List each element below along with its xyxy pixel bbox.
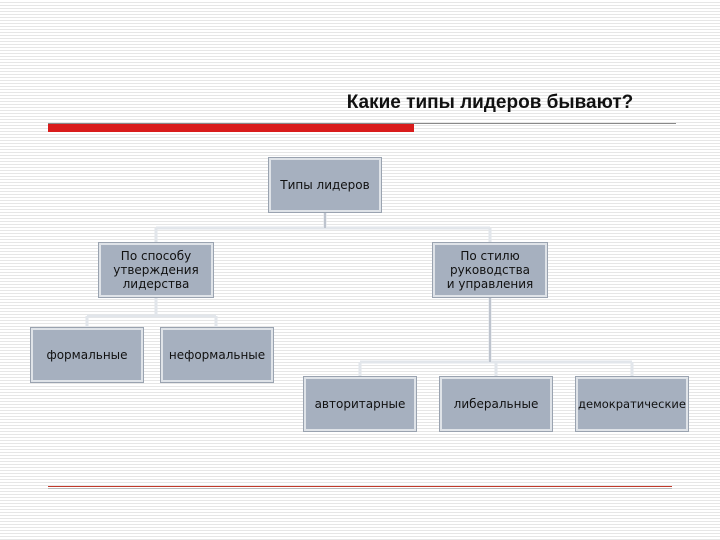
node-root: Типы лидеров (269, 158, 381, 212)
footer-line-shadow (48, 488, 672, 489)
node-authoritarian: авторитарные (304, 377, 416, 431)
title-underline (48, 123, 676, 124)
node-by-approval: По способу утверждения лидерства (99, 243, 213, 297)
slide-title: Какие типы лидеров бывают? (346, 92, 634, 113)
node-informal: неформальные (161, 328, 273, 382)
title-accent-bar (48, 124, 414, 132)
node-liberal: либеральные (440, 377, 552, 431)
node-formal: формальные (31, 328, 143, 382)
node-democratic: демократические (576, 377, 688, 431)
node-by-style: По стилю руководства и управления (433, 243, 547, 297)
footer-line (48, 486, 672, 487)
